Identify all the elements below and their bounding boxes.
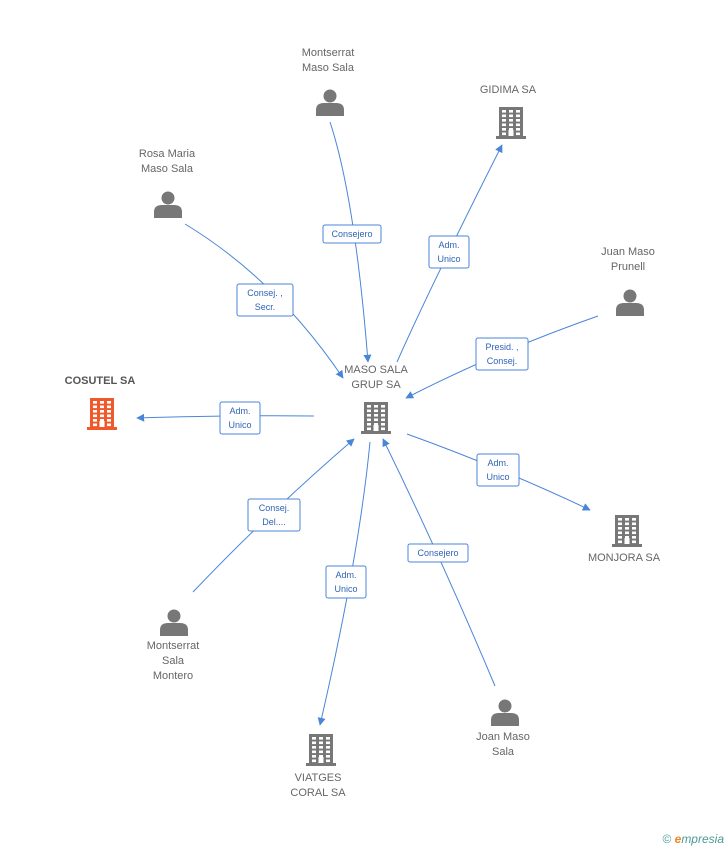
- brand-logo-initial: e: [674, 832, 682, 846]
- edge-role-label[interactable]: Adm. Unico: [476, 453, 520, 487]
- node-label: GRUP SA: [351, 379, 401, 391]
- node-label: MASO SALA: [344, 364, 408, 376]
- node-label: Sala: [162, 655, 185, 667]
- node-label: Montserrat: [147, 640, 200, 652]
- node-cosutel[interactable]: COSUTEL SA: [65, 375, 136, 430]
- node-label: MONJORA SA: [588, 552, 661, 564]
- node-label: Joan Maso: [476, 731, 530, 743]
- node-monjora[interactable]: MONJORA SA: [588, 515, 661, 564]
- edge-label-text: Adm.: [438, 240, 459, 250]
- building-icon: [306, 734, 336, 766]
- edge-role-label[interactable]: Presid. , Consej.: [475, 337, 529, 371]
- edge-label-text: Consej.: [259, 503, 290, 513]
- edge-montserrat-maso-to-center: [329, 121, 372, 363]
- edge-label-text: Unico: [486, 472, 509, 482]
- edge-label-text: Consejero: [331, 229, 372, 239]
- edge-label-text: Del....: [262, 517, 286, 527]
- edge-label-box: [247, 498, 301, 532]
- node-label: Sala: [492, 746, 515, 758]
- brand-name: mpresia: [681, 832, 724, 846]
- nodes-layer: MASO SALA GRUP SA COSUTEL SA GIDIMA SA MONJO…: [65, 47, 661, 799]
- edge-label-box: [236, 283, 294, 317]
- edge-label-text: Consej.: [487, 356, 518, 366]
- node-label: GIDIMA SA: [480, 84, 537, 96]
- edge-label-text: Unico: [437, 254, 460, 264]
- edge-role-label[interactable]: Consej. , Secr.: [236, 283, 294, 317]
- building-icon: [612, 515, 642, 547]
- edge-label-text: Secr.: [255, 302, 276, 312]
- node-label: Juan Maso: [601, 246, 655, 258]
- node-label: Maso Sala: [302, 62, 355, 74]
- edge-label-box: [407, 543, 469, 563]
- edge-label-box: [322, 224, 382, 244]
- node-label: Montero: [153, 670, 193, 682]
- copyright-symbol: ©: [662, 832, 672, 846]
- edge-center-to-gidima: [396, 144, 503, 363]
- edge-label-box: [476, 453, 520, 487]
- node-label: Rosa Maria: [139, 148, 196, 160]
- edge-label-text: Presid. ,: [485, 342, 518, 352]
- node-label: Montserrat: [302, 47, 355, 59]
- node-label: Prunell: [611, 261, 645, 273]
- person-icon: [316, 89, 344, 116]
- node-gidima[interactable]: GIDIMA SA: [480, 84, 537, 139]
- edge-role-label[interactable]: Adm. Unico: [219, 401, 261, 435]
- person-icon: [616, 289, 644, 316]
- building-icon: [361, 402, 391, 434]
- edge-label-text: Adm.: [487, 458, 508, 468]
- person-icon: [491, 699, 519, 726]
- footer-brand[interactable]: © empresia: [662, 832, 724, 846]
- edge-label-box: [428, 235, 470, 269]
- edge-role-label[interactable]: Consejero: [322, 224, 382, 244]
- edge-label-box: [219, 401, 261, 435]
- edge-label-text: Unico: [334, 584, 357, 594]
- person-icon: [160, 609, 188, 636]
- person-icon: [154, 191, 182, 218]
- edge-label-box: [325, 565, 367, 599]
- node-label: Maso Sala: [141, 163, 194, 175]
- edge-label-box: [475, 337, 529, 371]
- node-label: VIATGES: [295, 772, 342, 784]
- edge-label-text: Adm.: [335, 570, 356, 580]
- edge-label-text: Adm.: [229, 406, 250, 416]
- edge-role-label[interactable]: Consej. Del....: [247, 498, 301, 532]
- edge-label-text: Unico: [228, 420, 251, 430]
- building-icon: [496, 107, 526, 139]
- edge-role-label[interactable]: Adm. Unico: [428, 235, 470, 269]
- edge-role-label[interactable]: Consejero: [407, 543, 469, 563]
- node-center[interactable]: MASO SALA GRUP SA: [344, 364, 408, 434]
- building-icon: [87, 398, 117, 430]
- edge-label-text: Consej. ,: [247, 288, 283, 298]
- edge-role-label[interactable]: Adm. Unico: [325, 565, 367, 599]
- node-label: COSUTEL SA: [65, 375, 136, 387]
- edge-label-text: Consejero: [417, 548, 458, 558]
- node-label: CORAL SA: [290, 787, 346, 799]
- node-viatges[interactable]: VIATGES CORAL SA: [290, 734, 346, 799]
